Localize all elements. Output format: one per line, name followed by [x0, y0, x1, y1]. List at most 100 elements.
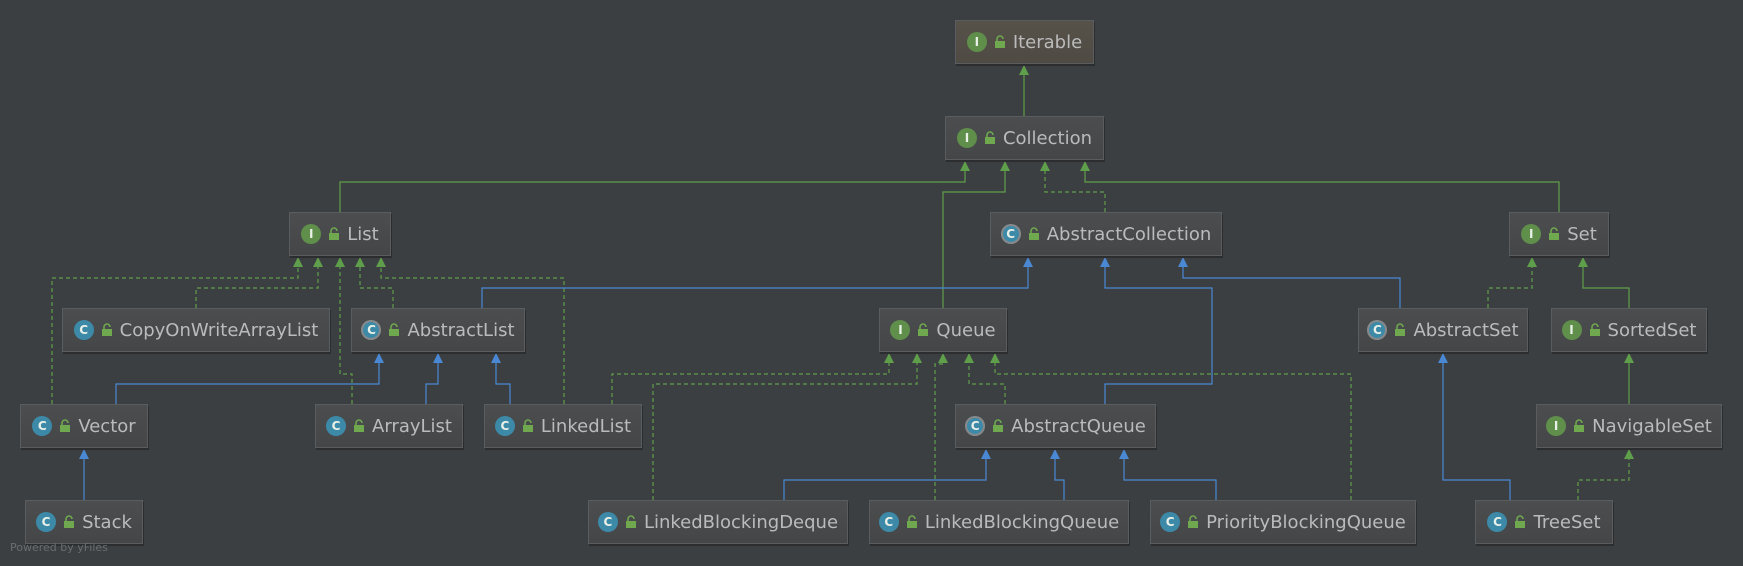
- node-label: AbstractCollection: [1046, 223, 1212, 245]
- edge-abstractcollection-collection: [1040, 161, 1106, 212]
- public-lock-icon: [64, 515, 75, 528]
- edge-pbq-abstractqueue: [1119, 449, 1217, 500]
- public-lock-icon: [1395, 323, 1406, 336]
- node-abstract-set[interactable]: C AbstractSet: [1358, 308, 1528, 352]
- public-lock-icon: [993, 419, 1004, 432]
- public-lock-icon: [329, 227, 340, 240]
- public-lock-icon: [1589, 323, 1600, 336]
- edge-linkedlist-abstractlist: [491, 353, 511, 404]
- node-vector[interactable]: C Vector: [20, 404, 148, 448]
- edge-abstractlist-abstractcollection: [481, 257, 1033, 308]
- edge-lbq-abstractqueue: [1050, 449, 1065, 500]
- node-label: Set: [1567, 223, 1597, 245]
- edge-arraylist-abstractlist: [425, 353, 443, 404]
- edge-abstractset-set: [1487, 257, 1537, 308]
- public-lock-icon: [101, 323, 112, 336]
- node-array-list[interactable]: C ArrayList: [315, 404, 463, 448]
- public-lock-icon: [354, 419, 365, 432]
- node-linked-list[interactable]: C LinkedList: [484, 404, 642, 448]
- node-abstract-queue[interactable]: C AbstractQueue: [955, 404, 1156, 448]
- node-queue[interactable]: I Queue: [879, 308, 1007, 352]
- edge-linkedlist-queue: [611, 353, 894, 404]
- node-list[interactable]: I List: [289, 212, 391, 256]
- node-set[interactable]: I Set: [1509, 212, 1609, 256]
- edge-vector-abstractlist: [115, 353, 384, 404]
- abstract-class-icon: C: [1367, 320, 1388, 340]
- node-sorted-set[interactable]: I SortedSet: [1551, 308, 1707, 352]
- edge-list-collection: [339, 161, 970, 212]
- edge-queue-collection: [942, 161, 1010, 308]
- public-lock-icon: [60, 419, 71, 432]
- edge-abstractlist-list: [355, 257, 394, 308]
- node-iterable[interactable]: I Iterable: [955, 20, 1094, 64]
- edge-cow-list: [195, 257, 323, 308]
- public-lock-icon: [906, 515, 917, 528]
- node-abstract-collection[interactable]: C AbstractCollection: [990, 212, 1222, 256]
- interface-icon: I: [1521, 224, 1542, 244]
- node-label: CopyOnWriteArrayList: [119, 319, 319, 341]
- abstract-class-icon: C: [361, 320, 382, 340]
- public-lock-icon: [625, 515, 636, 528]
- watermark: Powered by yFiles: [10, 541, 108, 554]
- edge-lbq-queue: [934, 353, 948, 500]
- edge-treeset-navigableset: [1577, 449, 1634, 500]
- node-label: Iterable: [1012, 31, 1083, 53]
- node-label: NavigableSet: [1592, 415, 1712, 437]
- class-icon: C: [597, 512, 618, 532]
- interface-icon: I: [890, 320, 911, 340]
- interface-icon: I: [1561, 320, 1582, 340]
- class-icon: C: [32, 416, 53, 436]
- edge-set-collection: [1080, 161, 1560, 212]
- node-label: Queue: [936, 319, 996, 341]
- edge-treeset-abstractset: [1438, 353, 1511, 500]
- public-lock-icon: [984, 131, 995, 144]
- edge-lbd-queue: [652, 353, 922, 500]
- node-label: TreeSet: [1533, 511, 1601, 533]
- class-icon: C: [36, 512, 57, 532]
- abstract-class-icon: C: [1000, 224, 1021, 244]
- edge-linkedlist-list: [376, 257, 565, 404]
- class-icon: C: [73, 320, 94, 340]
- node-priority-blocking-queue[interactable]: C PriorityBlockingQueue: [1150, 500, 1416, 544]
- edge-abstractqueue-abstractcollection: [1100, 257, 1213, 404]
- edge-arraylist-list: [335, 257, 353, 404]
- public-lock-icon: [522, 419, 533, 432]
- public-lock-icon: [918, 323, 929, 336]
- class-icon: C: [326, 416, 347, 436]
- public-lock-icon: [389, 323, 400, 336]
- node-collection[interactable]: I Collection: [945, 116, 1104, 160]
- public-lock-icon: [994, 35, 1005, 48]
- edge-pbq-queue: [990, 353, 1352, 500]
- node-label: ArrayList: [372, 415, 452, 437]
- node-label: AbstractSet: [1413, 319, 1519, 341]
- class-icon: C: [1160, 512, 1181, 532]
- node-navigable-set[interactable]: I NavigableSet: [1536, 404, 1722, 448]
- node-linked-blocking-deque[interactable]: C LinkedBlockingDeque: [588, 500, 848, 544]
- public-lock-icon: [1028, 227, 1039, 240]
- node-label: LinkedBlockingDeque: [643, 511, 839, 533]
- edge-sortedset-set: [1578, 257, 1630, 308]
- node-label: List: [347, 223, 379, 245]
- public-lock-icon: [1574, 419, 1585, 432]
- public-lock-icon: [1549, 227, 1560, 240]
- node-abstract-list[interactable]: C AbstractList: [351, 308, 525, 352]
- interface-icon: I: [1546, 416, 1567, 436]
- node-copy-on-write-array-list[interactable]: C CopyOnWriteArrayList: [62, 308, 330, 352]
- node-linked-blocking-queue[interactable]: C LinkedBlockingQueue: [869, 500, 1129, 544]
- edge-lbd-abstractqueue: [783, 449, 991, 500]
- interface-icon: I: [966, 32, 987, 52]
- node-tree-set[interactable]: C TreeSet: [1475, 500, 1613, 544]
- node-label: AbstractQueue: [1011, 415, 1146, 437]
- class-icon: C: [878, 512, 899, 532]
- edge-vector-list: [51, 257, 303, 404]
- abstract-class-icon: C: [965, 416, 986, 436]
- node-stack[interactable]: C Stack: [25, 500, 143, 544]
- edge-abstractqueue-queue: [964, 353, 1006, 404]
- node-label: SortedSet: [1607, 319, 1697, 341]
- node-label: Stack: [82, 511, 132, 533]
- class-icon: C: [1487, 512, 1508, 532]
- public-lock-icon: [1515, 515, 1526, 528]
- interface-icon: I: [956, 128, 977, 148]
